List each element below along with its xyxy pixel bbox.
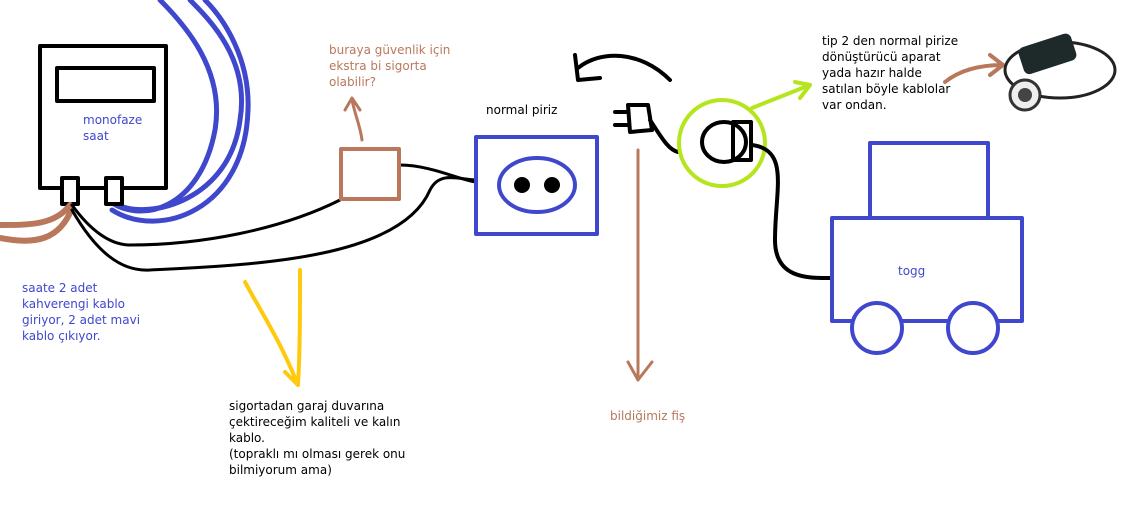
car-wheel (850, 301, 904, 355)
socket-box (474, 135, 599, 236)
meter-box (38, 44, 168, 190)
brown-cable (0, 205, 75, 244)
car-top (868, 141, 990, 220)
socket-hole (544, 177, 560, 193)
yellow-arrow (243, 268, 302, 387)
cable-note: sigortadan garaj duvarına çektireceğim k… (229, 399, 406, 477)
meter-label: monofaze saat (83, 113, 143, 143)
brown-arrow-right (943, 53, 1005, 84)
blue-cable (109, 0, 251, 224)
meter-note: saate 2 adet kahverengi kablo giriyor, 2… (22, 281, 141, 343)
plug-body (731, 120, 753, 162)
socket-face (497, 156, 577, 214)
brown-arrow-down (626, 148, 654, 382)
curved-arrow (573, 53, 672, 82)
meter-terminal-left (60, 176, 80, 206)
car-wheel (946, 301, 1000, 355)
socket-label: normal piriz (486, 103, 558, 117)
plug-head (700, 120, 748, 164)
plug-icon (613, 103, 680, 154)
black-cable (70, 176, 478, 272)
meter-terminal-right (104, 176, 124, 206)
black-cable (750, 143, 834, 281)
socket-hole (514, 177, 530, 193)
meter-display (55, 66, 156, 103)
green-arrow (750, 80, 812, 110)
black-cable (70, 198, 342, 247)
car-label: togg (898, 264, 926, 278)
fuse-box (339, 147, 401, 201)
brown-arrow-up (343, 96, 364, 142)
blue-cable (105, 0, 219, 214)
green-highlight (677, 98, 767, 188)
adapter-cable-image (1003, 33, 1117, 112)
adapter-note: tip 2 den normal pirize dönüştürücü apar… (822, 34, 959, 112)
car-body (830, 216, 1024, 323)
blue-cable (115, 0, 244, 213)
brown-cable (0, 202, 73, 228)
fuse-note: buraya güvenlik için ekstra bi sigorta o… (329, 43, 451, 89)
black-cable (398, 163, 478, 184)
plug-note: bildiğimiz fiş (610, 409, 686, 423)
